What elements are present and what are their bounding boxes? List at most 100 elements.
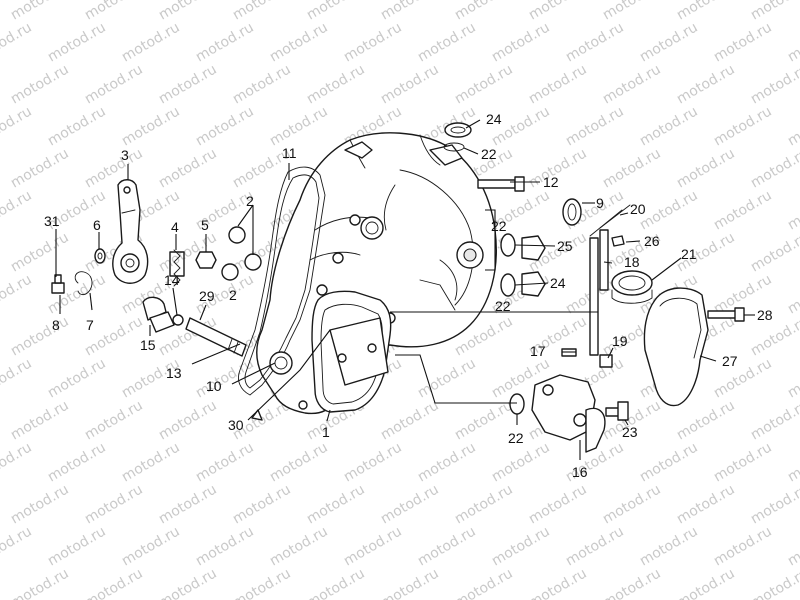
watermark-text: motod.ru [156,565,220,600]
watermark-text: motod.ru [82,481,146,527]
cover-gasket [238,166,326,396]
watermark-text: motod.ru [304,481,368,527]
watermark-text: motod.ru [156,397,220,443]
watermark-text: motod.ru [304,0,368,23]
watermark-text: motod.ru [489,523,553,569]
watermark-text: motod.ru [230,565,294,600]
watermark-text: motod.ru [563,103,627,149]
watermark-text: motod.ru [526,0,590,23]
watermark-text: motod.ru [711,187,775,233]
watermark-text: motod.ru [415,439,479,485]
callout-28: 28 [757,307,773,323]
watermark-text: motod.ru [341,19,405,65]
watermark-text: motod.ru [415,355,479,401]
callout-17: 17 [530,343,546,359]
callout-11: 11 [282,145,297,161]
watermark-text: motod.ru [600,0,664,23]
watermark-text: motod.ru [0,187,35,233]
watermark-text: motod.ru [378,0,442,23]
watermark-text: motod.ru [0,523,35,569]
watermark-text: motod.ru [0,439,35,485]
callout-24-top: 24 [486,111,502,127]
inner-cover-plate [311,290,392,413]
callout-26: 26 [644,233,660,249]
watermark-text: motod.ru [156,145,220,191]
watermark-text: motod.ru [230,481,294,527]
shift-lever [112,179,149,284]
watermark-text: motod.ru [748,61,800,107]
callout-15: 15 [140,337,156,353]
callout-23: 23 [622,424,638,440]
watermark-text: motod.ru [193,19,257,65]
watermark-text: motod.ru [785,355,800,401]
watermark-text: motod.ru [267,103,331,149]
callout-13: 13 [166,365,182,381]
watermark-text: motod.ru [119,439,183,485]
callout-22-top: 22 [481,146,497,162]
watermark-text: motod.ru [267,439,331,485]
watermark-text: motod.ru [785,271,800,317]
watermark-text: motod.ru [748,229,800,275]
watermark-text: motod.ru [637,19,701,65]
watermark-text: motod.ru [674,397,738,443]
callout-20: 20 [630,201,646,217]
watermark-text: motod.ru [119,19,183,65]
watermark-text: motod.ru [119,103,183,149]
watermark-text: motod.ru [785,187,800,233]
left-small-parts [51,226,293,421]
watermark-text: motod.ru [415,523,479,569]
watermark-text: motod.ru [748,145,800,191]
watermark-text: motod.ru [267,19,331,65]
watermark-text: motod.ru [748,565,800,600]
watermark-text: motod.ru [748,313,800,359]
watermark-text: motod.ru [600,481,664,527]
watermark-text: motod.ru [45,355,109,401]
watermark-text: motod.ru [8,0,72,23]
watermark-text: motod.ru [785,103,800,149]
callout-4: 4 [171,219,179,235]
callout-12: 12 [543,174,559,190]
callout-9: 9 [596,195,604,211]
watermark-text: motod.ru [45,439,109,485]
watermark-text: motod.ru [8,565,72,600]
callout-22-mid: 22 [491,218,507,234]
callout-24-mid: 24 [550,275,566,291]
callout-7: 7 [86,317,94,333]
watermark-text: motod.ru [82,565,146,600]
watermark-text: motod.ru [341,523,405,569]
callout-29: 29 [199,288,215,304]
watermark-text: motod.ru [82,0,146,23]
watermark-text: motod.ru [378,481,442,527]
watermark-text: motod.ru [674,481,738,527]
callout-31: 31 [44,213,60,229]
watermark-text: motod.ru [711,103,775,149]
watermark-text: motod.ru [0,271,35,317]
watermark-text: motod.ru [8,313,72,359]
watermark-text: motod.ru [415,19,479,65]
callout-25: 25 [557,238,573,254]
watermark-text: motod.ru [0,19,35,65]
watermark-text: motod.ru [452,481,516,527]
watermark-text: motod.ru [45,103,109,149]
watermark-text: motod.ru [156,0,220,23]
watermark-text: motod.ru [230,0,294,23]
callout-18: 18 [624,254,640,270]
callout-3: 3 [121,147,129,163]
watermark-text: motod.ru [304,61,368,107]
watermark-text: motod.ru [0,355,35,401]
watermark-text: motod.ru [452,565,516,600]
watermark-text: motod.ru [637,439,701,485]
watermark-text: motod.ru [452,397,516,443]
watermark-text: motod.ru [8,145,72,191]
watermark-text: motod.ru [378,565,442,600]
watermark-text: motod.ru [82,397,146,443]
callout-6: 6 [93,217,101,233]
callout-1: 1 [322,424,330,440]
watermark-text: motod.ru [748,397,800,443]
watermark-text: motod.ru [748,481,800,527]
watermark-text: motod.ru [193,523,257,569]
watermark-text: motod.ru [637,103,701,149]
watermark-text: motod.ru [674,0,738,23]
